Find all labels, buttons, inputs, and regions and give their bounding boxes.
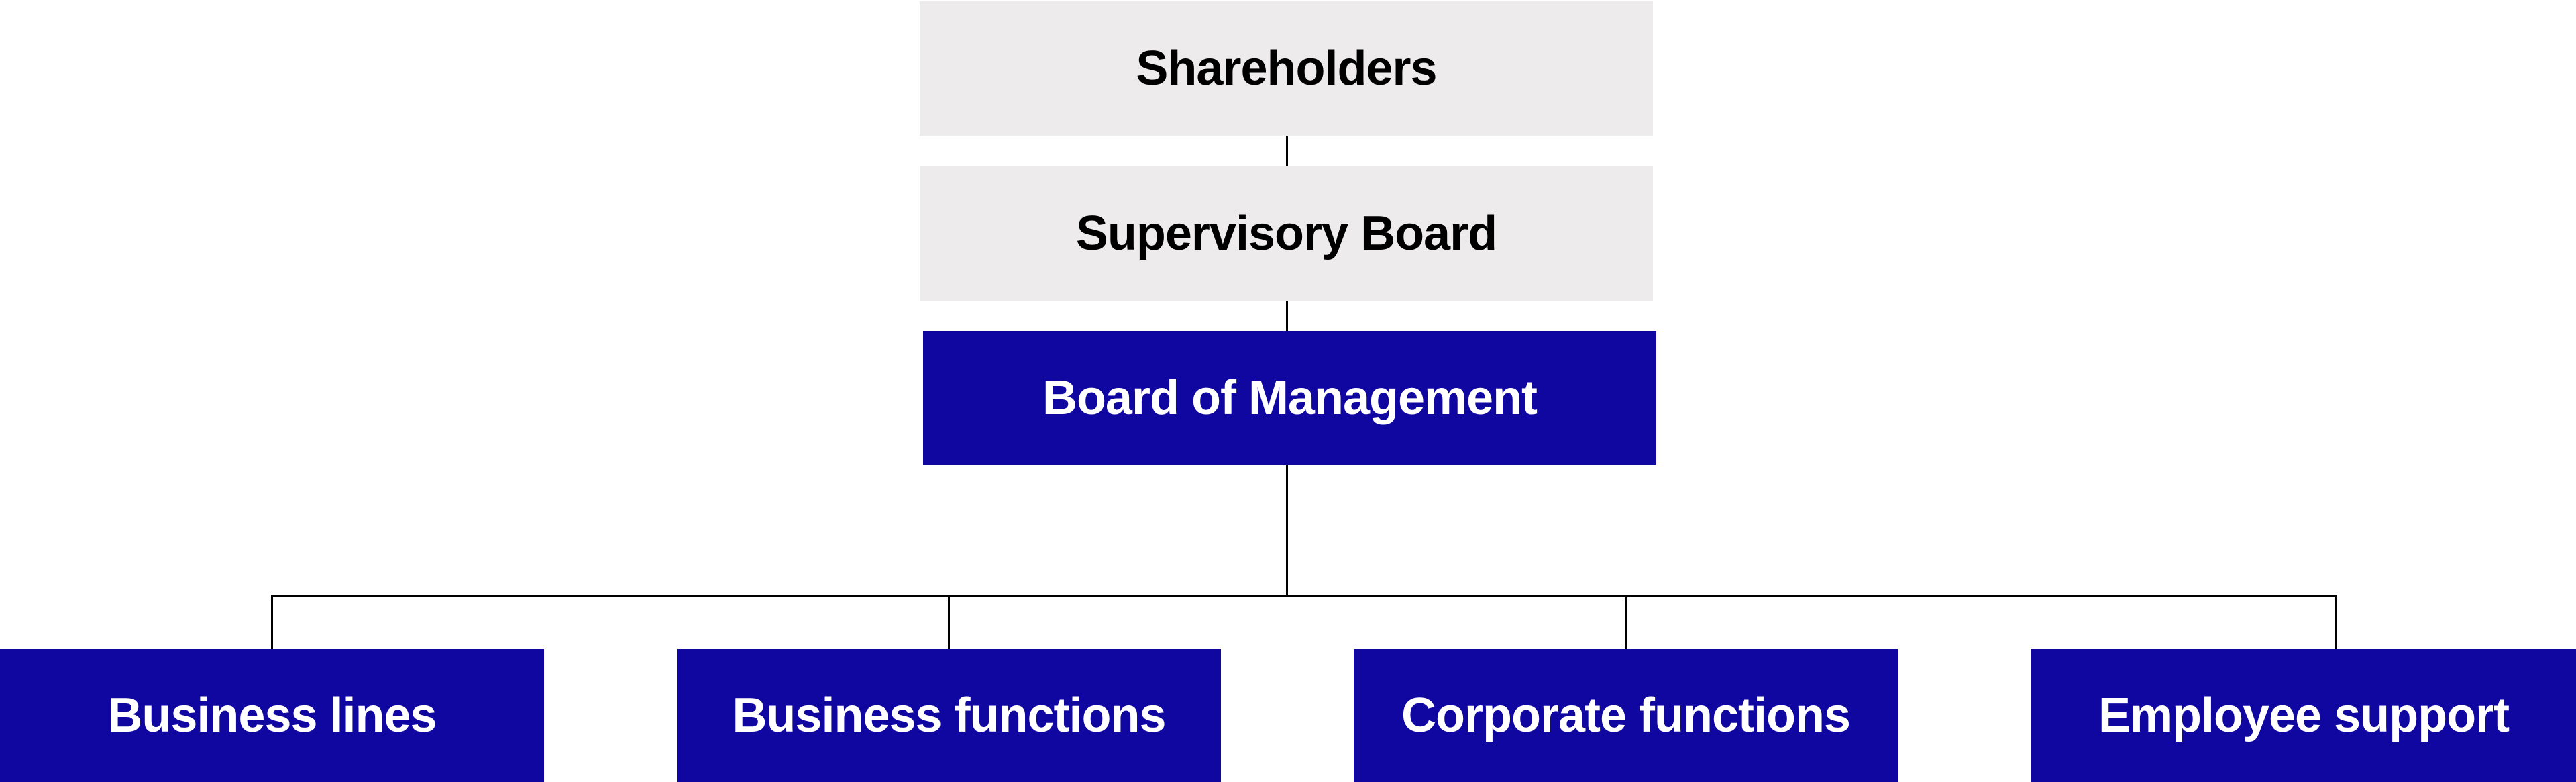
connector-supervisory-management — [1286, 301, 1288, 331]
business-lines-label: Business lines — [107, 689, 437, 742]
shareholders-label: Shareholders — [1136, 42, 1437, 95]
employee-support-box: Employee support — [2031, 649, 2576, 782]
corporate-functions-box: Corporate functions — [1354, 649, 1898, 782]
business-functions-label: Business functions — [732, 689, 1166, 742]
shareholders-box: Shareholders — [920, 1, 1653, 136]
business-functions-box: Business functions — [677, 649, 1221, 782]
connector-drop-business-functions — [948, 595, 950, 649]
corporate-functions-label: Corporate functions — [1401, 689, 1851, 742]
connector-horizontal-bar — [271, 595, 2337, 597]
connector-drop-employee-support — [2335, 595, 2337, 649]
employee-support-label: Employee support — [2098, 689, 2510, 742]
supervisory-board-label: Supervisory Board — [1075, 207, 1497, 260]
business-lines-box: Business lines — [0, 649, 544, 782]
connector-drop-business-lines — [271, 595, 273, 649]
board-of-management-box: Board of Management — [923, 331, 1656, 465]
board-of-management-label: Board of Management — [1042, 371, 1538, 425]
connector-management-trunk — [1286, 465, 1288, 597]
supervisory-board-box: Supervisory Board — [920, 166, 1653, 301]
connector-drop-corporate-functions — [1625, 595, 1627, 649]
connector-shareholders-supervisory — [1286, 136, 1288, 166]
